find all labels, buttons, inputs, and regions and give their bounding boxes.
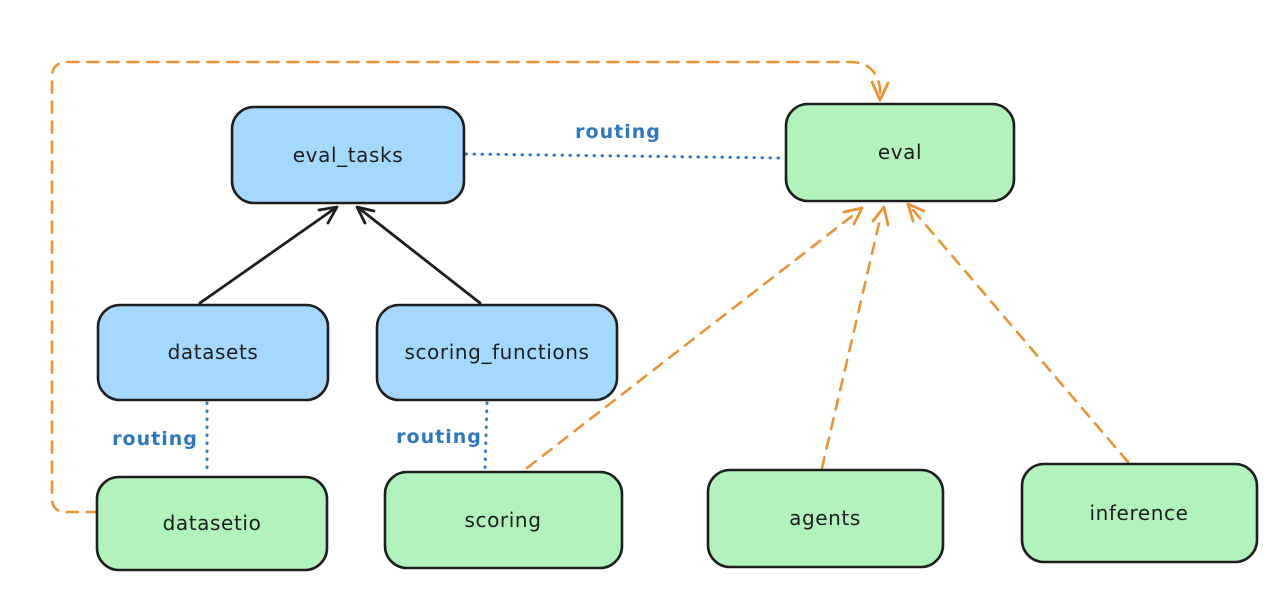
routing-label-left: routing — [112, 428, 198, 450]
routing-label-top: routing — [575, 121, 661, 143]
node-agents: agents — [706, 468, 945, 569]
edge-agents-to-eval-arrowhead — [871, 205, 890, 227]
node-box-agents — [706, 468, 945, 569]
node-label-datasetio: datasetio — [163, 511, 262, 535]
node-label-agents: agents — [789, 506, 861, 530]
node-box-eval — [784, 102, 1016, 203]
edge-datasetio-to-eval — [50, 60, 890, 514]
node-inference: inference — [1020, 462, 1259, 564]
node-scoring_functions: scoring_functions — [375, 303, 619, 402]
node-scoring: scoring — [383, 470, 624, 570]
node-label-scoring: scoring — [464, 508, 541, 532]
edge-datasetio-to-eval-arrowhead — [870, 80, 890, 102]
node-label-inference: inference — [1089, 501, 1188, 525]
edge-scoring_functions-to-scoring-routing: routing — [396, 401, 489, 471]
node-box-inference — [1020, 462, 1259, 564]
edge-agents-to-eval-path — [820, 213, 883, 470]
edge-scoring-to-eval-path — [525, 211, 858, 470]
routing-label-middle: routing — [396, 426, 482, 448]
edge-scoring-to-eval — [525, 206, 864, 470]
edge-eval_tasks-to-eval-path — [464, 152, 785, 160]
edge-scoring_functions-to-eval_tasks — [355, 205, 482, 305]
edge-inference-to-eval-path — [911, 208, 1130, 464]
node-label-eval_tasks: eval_tasks — [293, 143, 403, 167]
edge-scoring-to-eval-arrowhead — [842, 206, 864, 226]
edge-agents-to-eval — [820, 205, 890, 470]
edge-scoring_functions-to-eval_tasks-path — [358, 207, 482, 305]
node-eval_tasks: eval_tasks — [230, 105, 466, 205]
node-datasetio: datasetio — [95, 475, 329, 572]
node-label-eval: eval — [878, 140, 922, 164]
edge-eval_tasks-to-eval-routing: routing — [464, 121, 785, 160]
node-eval: eval — [784, 102, 1016, 203]
node-datasets: datasets — [96, 303, 330, 402]
edge-scoring_functions-to-scoring-path — [483, 401, 489, 471]
edge-inference-to-eval — [906, 202, 1130, 464]
edge-inference-to-eval-arrowhead — [906, 202, 926, 223]
edge-datasets-to-eval_tasks-path — [198, 207, 336, 305]
node-box-scoring_functions — [375, 303, 619, 402]
node-label-scoring_functions: scoring_functions — [404, 340, 589, 364]
edge-datasets-to-eval_tasks — [198, 205, 339, 305]
node-box-datasetio — [95, 475, 329, 572]
node-label-datasets: datasets — [168, 340, 259, 364]
edge-datasetio-to-eval-path — [50, 60, 882, 514]
edge-scoring_functions-to-eval_tasks-arrowhead — [355, 205, 376, 225]
edge-datasets-to-eval_tasks-arrowhead — [317, 205, 339, 225]
node-box-eval_tasks — [230, 105, 466, 205]
edge-datasets-to-datasetio-routing: routing — [112, 401, 209, 476]
node-box-scoring — [383, 470, 624, 570]
node-box-datasets — [96, 303, 330, 402]
